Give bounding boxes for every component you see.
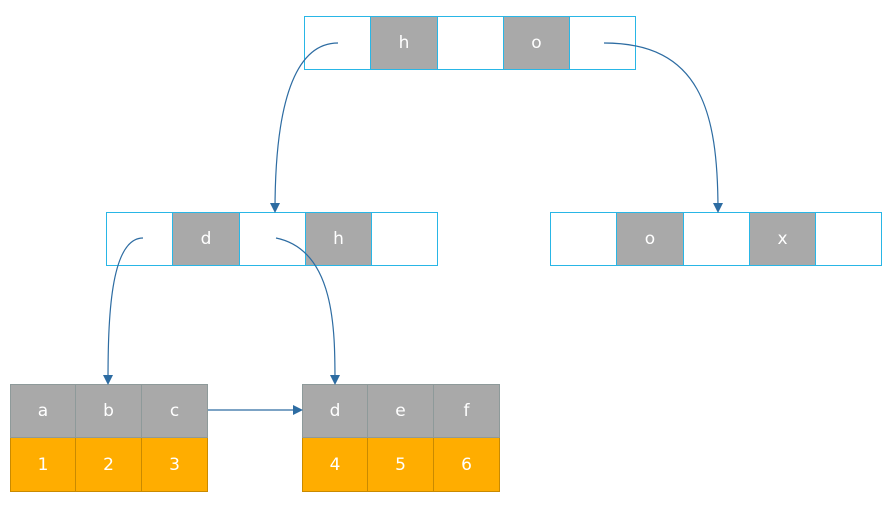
internal-node-right: o x: [550, 212, 882, 266]
left-node-key-h: h: [306, 212, 372, 266]
root-node: h o: [304, 16, 636, 70]
right-node-pointer-2: [816, 212, 882, 266]
leaf-2-value: 6: [434, 438, 500, 492]
leaf-1-values-row: 1 2 3: [10, 438, 208, 492]
left-node-pointer-0: [106, 212, 173, 266]
leaf-1-value: 3: [142, 438, 208, 492]
right-node-pointer-0: [550, 212, 617, 266]
leaf-2-values-row: 4 5 6: [302, 438, 500, 492]
root-pointer-1: [438, 16, 504, 70]
leaf-2-value: 4: [302, 438, 368, 492]
right-node-pointer-1: [684, 212, 750, 266]
internal-node-left: d h: [106, 212, 438, 266]
leaf-1-key: b: [76, 384, 142, 438]
right-node-key-x: x: [750, 212, 816, 266]
left-node-pointer-2: [372, 212, 438, 266]
leaf-1-key: a: [10, 384, 76, 438]
root-key-h: h: [371, 16, 438, 70]
leaf-node-1: a b c 1 2 3: [10, 384, 208, 492]
left-node-pointer-1: [240, 212, 306, 266]
leaf-1-value: 1: [10, 438, 76, 492]
leaf-1-key: c: [142, 384, 208, 438]
leaf-2-key: f: [434, 384, 500, 438]
leaf-2-key: d: [302, 384, 368, 438]
left-node-key-d: d: [173, 212, 240, 266]
leaf-2-value: 5: [368, 438, 434, 492]
root-pointer-2: [570, 16, 636, 70]
leaf-1-value: 2: [76, 438, 142, 492]
root-key-o: o: [504, 16, 570, 70]
root-pointer-0: [304, 16, 371, 70]
leaf-2-keys-row: d e f: [302, 384, 500, 438]
right-node-key-o: o: [617, 212, 684, 266]
leaf-2-key: e: [368, 384, 434, 438]
leaf-node-2: d e f 4 5 6: [302, 384, 500, 492]
leaf-1-keys-row: a b c: [10, 384, 208, 438]
